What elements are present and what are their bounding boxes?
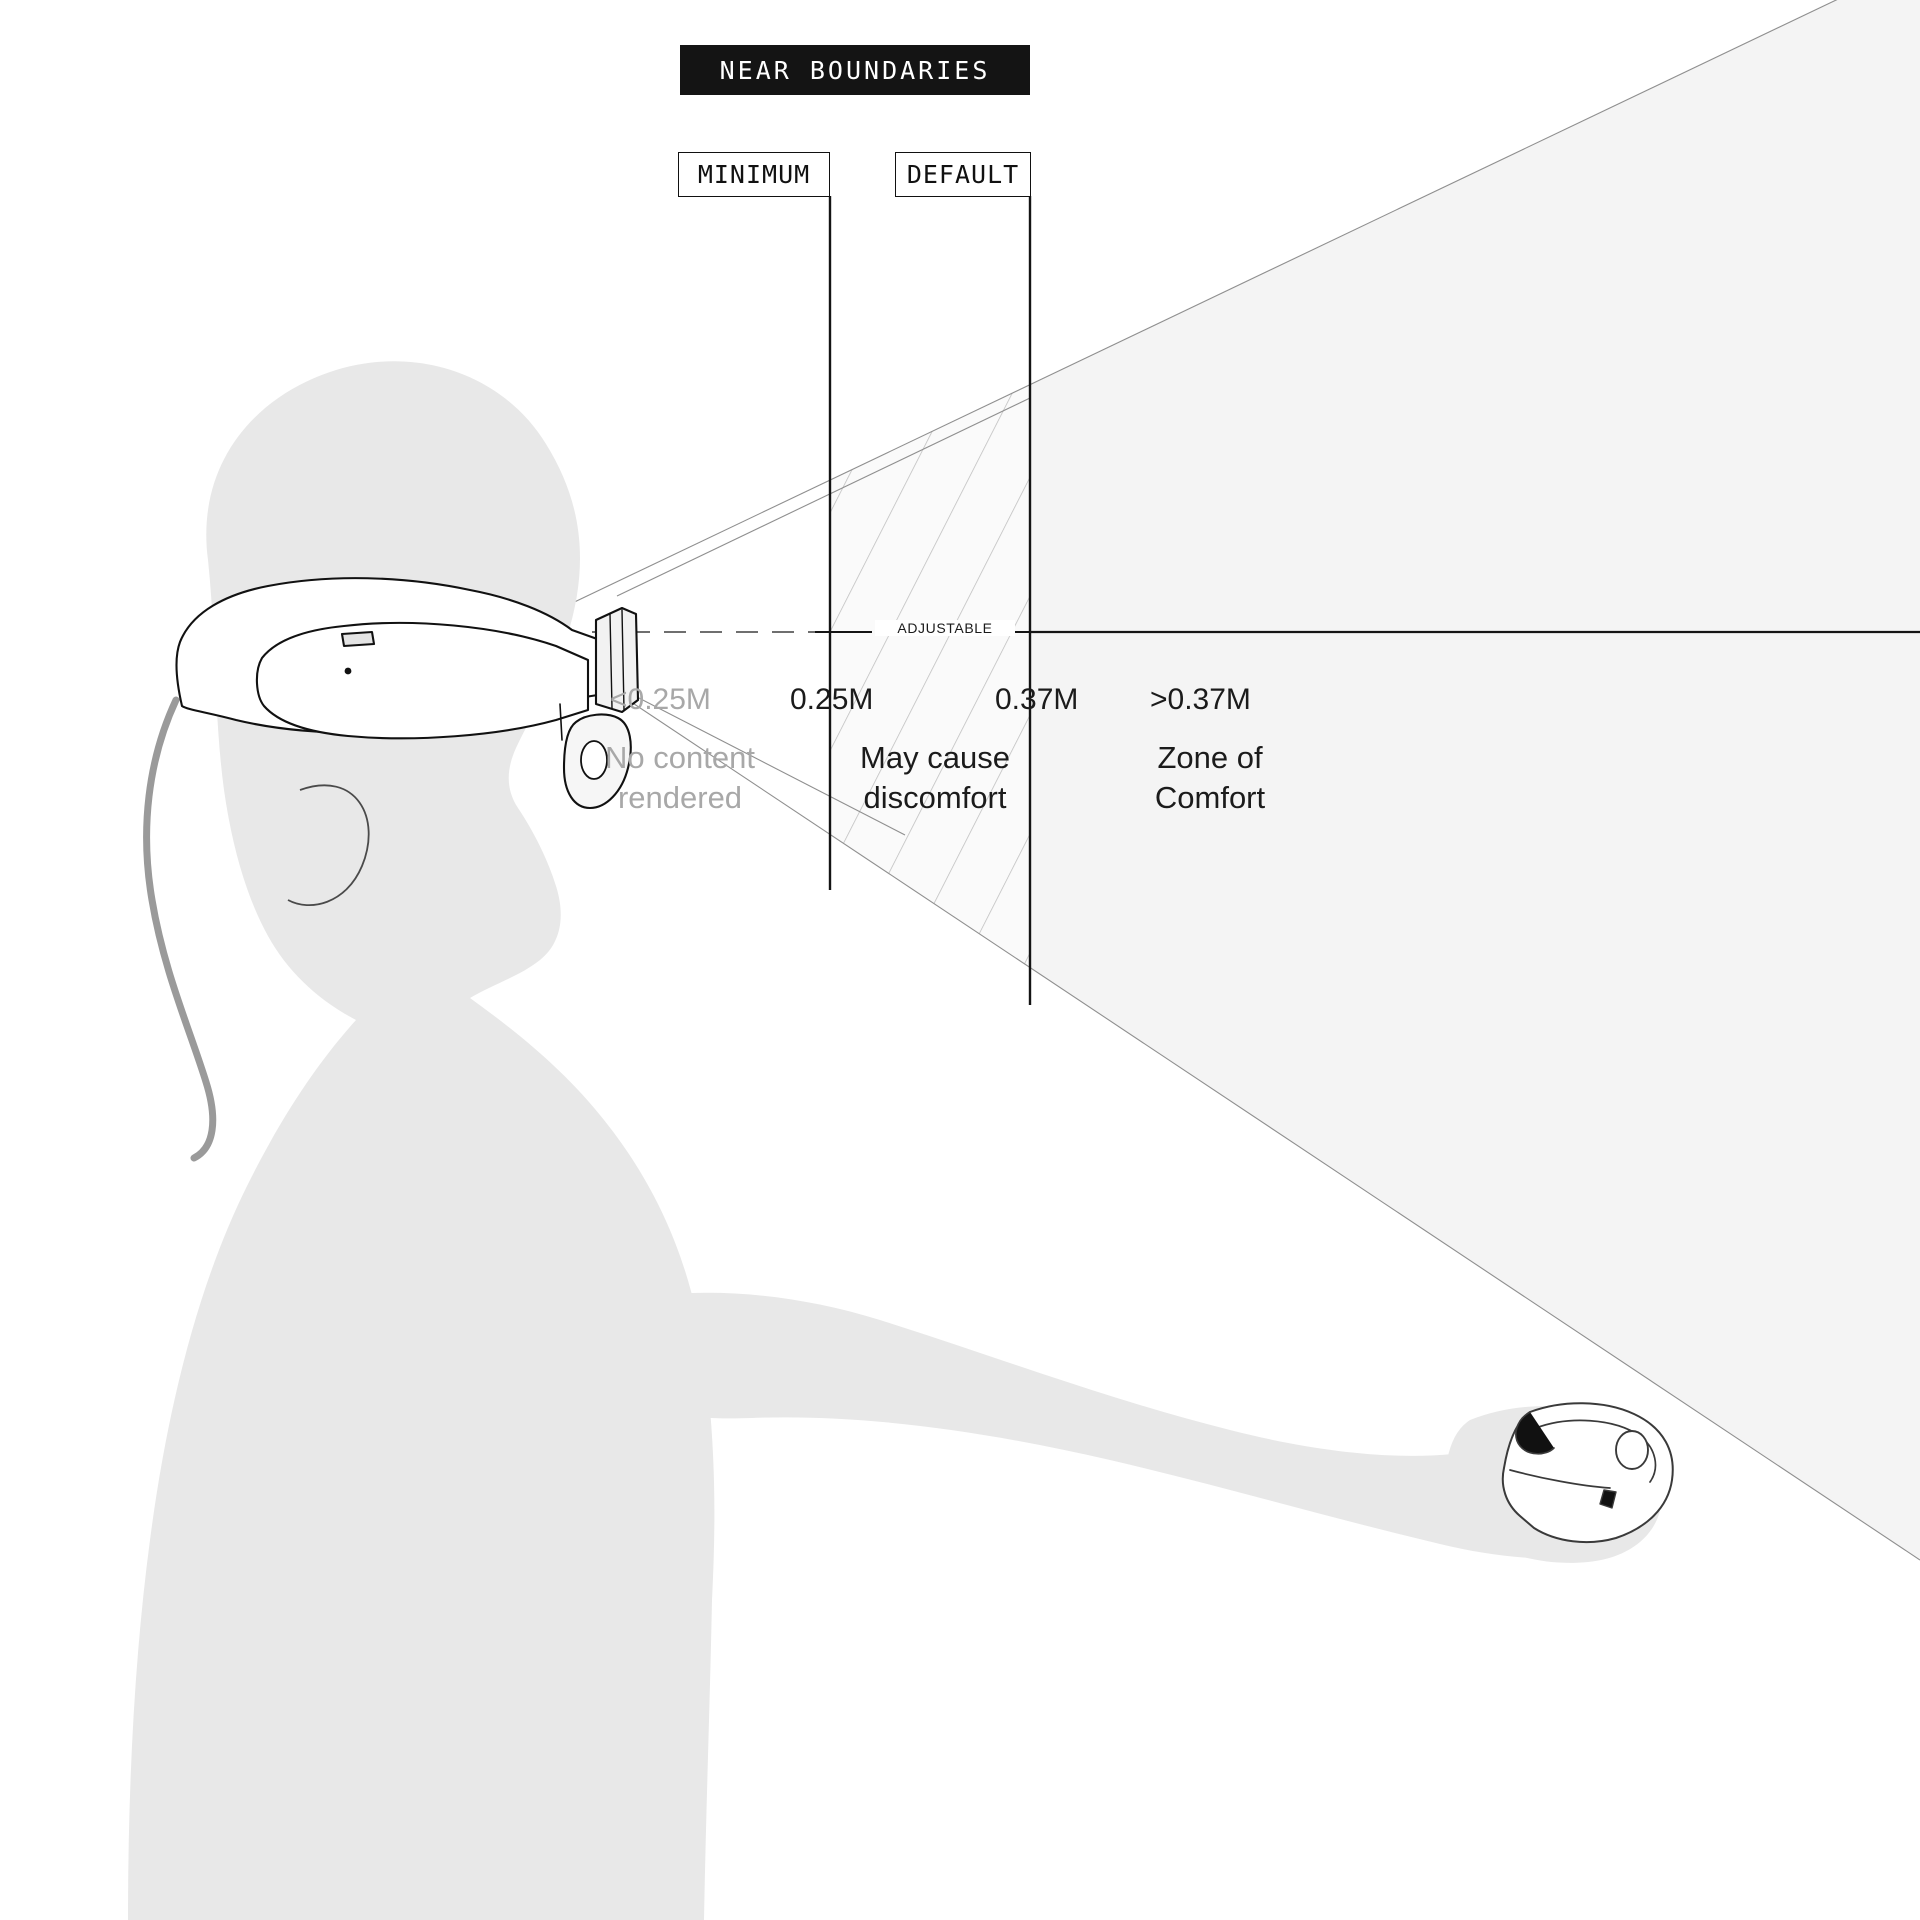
marker-minimum[interactable]: MINIMUM [678, 152, 830, 197]
ar-headset-line-drawing [175, 577, 640, 810]
zone-of-comfort-fill [1030, 0, 1920, 1560]
page-title-banner: NEAR BOUNDARIES [680, 45, 1030, 95]
fov-cone-edges [519, 0, 1920, 1561]
distance-label-default: 0.37M [995, 683, 1079, 716]
headset-leader-lines [599, 397, 1031, 836]
distance-label-above-default: >0.37M [1150, 683, 1251, 716]
headset-cable [143, 696, 217, 1162]
zone-description-discomfort: May cause discomfort [860, 740, 1010, 815]
vr-controller-line-drawing [1501, 1402, 1674, 1544]
zone-description-comfort: Zone of Comfort [1154, 740, 1266, 815]
distance-label-minimum: 0.25M [790, 683, 874, 716]
page-title: NEAR BOUNDARIES [719, 55, 991, 85]
distance-label-below-minimum: <0.25M [610, 683, 711, 716]
marker-default-label: DEFAULT [906, 160, 1020, 189]
adjustable-range-label: ADJUSTABLE [875, 620, 1015, 636]
marker-default[interactable]: DEFAULT [895, 152, 1031, 197]
zone-description-no-content: No content rendered [605, 740, 755, 815]
marker-minimum-label: MINIMUM [697, 160, 811, 189]
